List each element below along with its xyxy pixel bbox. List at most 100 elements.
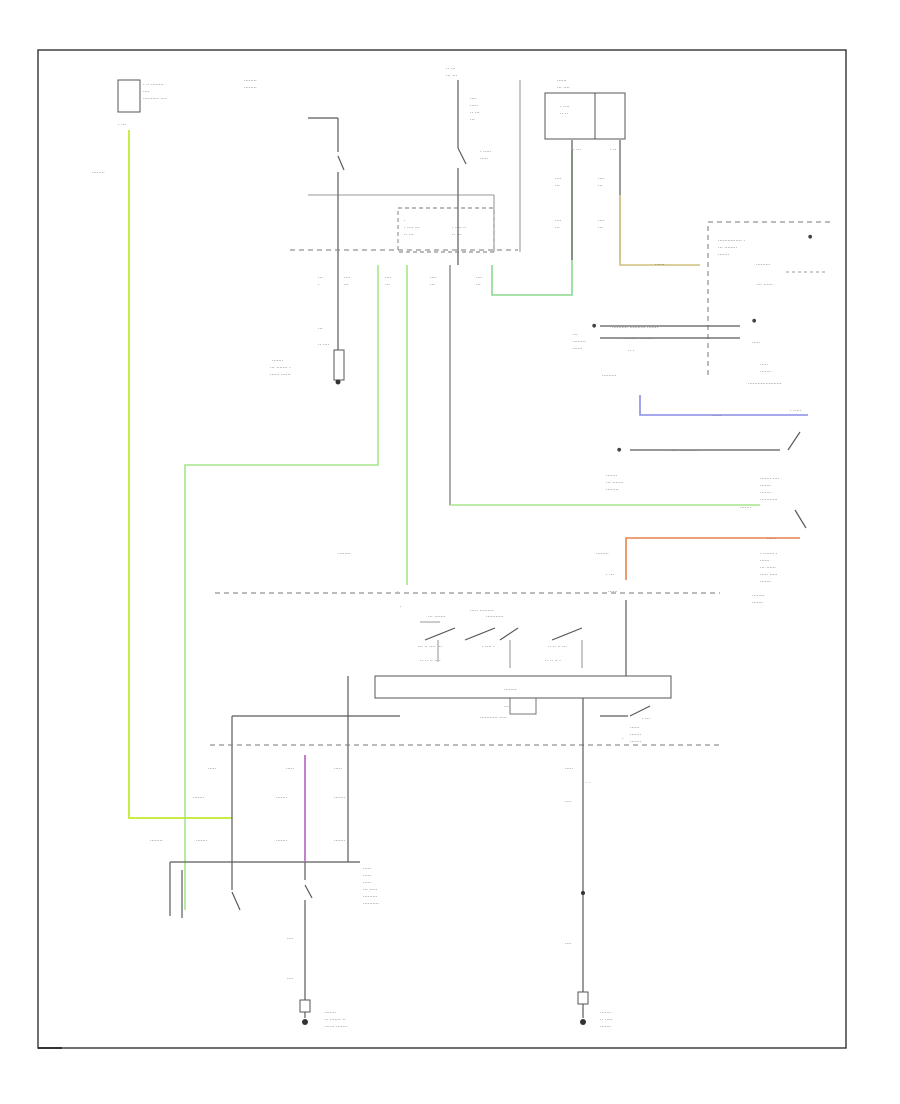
svg-text:····: ····: [143, 89, 150, 95]
svg-text:·······: ·······: [196, 838, 208, 844]
left-ground-unit: ······· ··· ······· · ······ ······: [270, 349, 345, 385]
wire-orange: [625, 537, 800, 580]
svg-text:······: ······: [608, 589, 618, 595]
svg-text:·······: ·······: [752, 600, 764, 606]
svg-text:·········: ·········: [756, 262, 771, 268]
svg-text:········: ········: [504, 687, 517, 693]
svg-text:· ····: · ····: [560, 104, 570, 110]
svg-text:·········· ·········· ·······: ·········· ·········· ·······: [612, 325, 659, 331]
svg-text:·: ·: [318, 282, 320, 288]
svg-text:· ·: · ·: [586, 780, 591, 786]
svg-text:···: ···: [555, 183, 560, 189]
svg-text:········: ········: [92, 170, 105, 176]
svg-text:·······: ·······: [600, 1010, 612, 1016]
svg-text:····· ·········· ··: ····· ·········· ··: [670, 448, 701, 454]
svg-text:·······: ·······: [272, 358, 284, 364]
svg-text:······: ······: [760, 558, 770, 564]
svg-text:···········: ···········: [760, 497, 778, 503]
svg-text:··· ···: ··· ···: [446, 73, 458, 79]
svg-text:· ·· ········: · ·· ········: [143, 82, 164, 88]
svg-text:··· ······: ··· ······: [757, 282, 773, 288]
left-relay-block: [308, 117, 495, 355]
svg-text:···: ···: [573, 332, 578, 338]
svg-text:······: ······: [557, 78, 567, 84]
svg-text:····: ····: [470, 96, 477, 102]
svg-text:··········: ··········: [363, 901, 379, 907]
svg-text:·· ···: ·· ···: [404, 232, 414, 238]
top-left-connector: · ·· ········ ···· ·········· ···· · ···: [117, 79, 167, 128]
svg-text:·: ·: [404, 218, 406, 224]
svg-text:·······: ·······: [276, 795, 288, 801]
svg-text:···: ···: [598, 183, 603, 189]
svg-text:···········: ···········: [486, 614, 504, 620]
svg-text:··········· ·····: ··········· ·····: [480, 715, 507, 721]
control-unit-relay: [509, 697, 537, 715]
svg-text:······: ······: [630, 725, 640, 731]
svg-text:·········· ·········: ·········· ·········: [622, 336, 654, 342]
svg-text:···: ···: [430, 282, 435, 288]
wire-blue: [639, 395, 808, 416]
svg-text:·····: ·····: [363, 873, 371, 879]
svg-text:· ··: · ··: [610, 147, 617, 153]
svg-text:··· ····: ··· ····: [557, 85, 570, 91]
svg-text:·· ···: ·· ···: [470, 110, 480, 116]
svg-text:·····: ·····: [208, 766, 216, 772]
svg-text:·······: ·······: [193, 795, 205, 801]
svg-text:···: ···: [344, 282, 349, 288]
lower-left-labels: ····· ····· ····· ······· ······· ······…: [150, 766, 379, 907]
svg-text:·· ·· ·· ·: ·· ·· ·· ·: [545, 658, 561, 664]
svg-text:·····················: ·····················: [748, 381, 782, 387]
svg-text:●: ●: [617, 447, 622, 453]
svg-text:········: ········: [244, 78, 257, 84]
door-lock-switches: ····· ········· · ··· ······· ··········…: [400, 600, 627, 676]
svg-text:··············· ·: ··············· ·: [718, 238, 745, 244]
svg-text:·····: ·····: [760, 362, 768, 368]
svg-text:·······: ·······: [276, 838, 288, 844]
svg-text:······ ·······: ······ ·······: [325, 1024, 348, 1030]
svg-text:··· ·····: ··· ·····: [363, 887, 378, 893]
svg-text:·· ·· ·· ···: ·· ·· ·· ···: [548, 644, 567, 650]
svg-text:······: ······: [655, 262, 665, 268]
svg-text:······: ······: [767, 536, 777, 542]
top-center-label: ········ ········: [244, 78, 257, 91]
svg-text:· ···: · ···: [573, 147, 581, 153]
wire-tan: [619, 195, 700, 266]
svg-text:··· ······: ··· ······: [760, 565, 776, 571]
svg-text:····· ·········: ····· ·········: [470, 608, 494, 614]
svg-text:···: ···: [504, 704, 509, 710]
svg-text:·······: ·······: [760, 483, 772, 489]
lower-right-ground: ····· · · ···· ···· ······· ·· ····· ···…: [565, 698, 613, 1030]
ignition-switch: ·· ··· ··· ··· ···· ····· ·· ··· ··· · ·…: [446, 66, 521, 265]
svg-text:········: ········: [752, 593, 765, 599]
svg-text:····: ····: [287, 976, 294, 982]
lower-left-connector-block: [169, 676, 400, 916]
svg-text:·······: ·······: [740, 505, 752, 511]
lower-left-ground: ···· ···· ······· ·· ······· ·· ······ ·…: [287, 862, 348, 1030]
svg-text:····: ····: [565, 941, 572, 947]
svg-text:·······: ·······: [630, 739, 642, 745]
door-open-switch: · ··· ······ ······· ······· ·: [600, 705, 650, 745]
svg-text:·······: ·······: [600, 1024, 612, 1030]
svg-text:··· ·······: ··· ·······: [606, 480, 624, 486]
parking-brake-switch: ● ····· ·········· ·· ······· ···· ·····…: [606, 431, 807, 529]
svg-text:··· ········: ··· ········: [718, 245, 737, 251]
svg-text:····: ····: [598, 176, 605, 182]
svg-text:····: ····: [565, 799, 572, 805]
svg-text:·· ···: ·· ···: [446, 66, 456, 72]
svg-text:· ···: · ···: [118, 122, 126, 128]
svg-text:···: ···: [318, 275, 323, 281]
svg-text:·······: ·······: [334, 838, 346, 844]
svg-text:·· ·: ·· ·: [628, 348, 635, 354]
svg-text:·· ······· ··: ·· ······· ··: [325, 1017, 346, 1023]
svg-text:····: ····: [385, 275, 392, 281]
svg-text:·····: ·····: [470, 103, 478, 109]
svg-text:····: ····: [344, 275, 351, 281]
svg-text:· ···· ···: · ···· ···: [404, 225, 420, 231]
svg-text:····: ····: [555, 218, 562, 224]
svg-text:··· ·······: ··· ·······: [428, 614, 446, 620]
svg-text:·········· ····: ·········· ····: [143, 96, 167, 102]
top-right-fuse-block: ······ ··· ···· · ······ ·· ·········· ·…: [544, 78, 626, 260]
svg-text:·····: ·····: [565, 766, 573, 772]
lower-left-switch: [181, 862, 241, 918]
svg-text:· ·····: · ·····: [480, 149, 492, 155]
